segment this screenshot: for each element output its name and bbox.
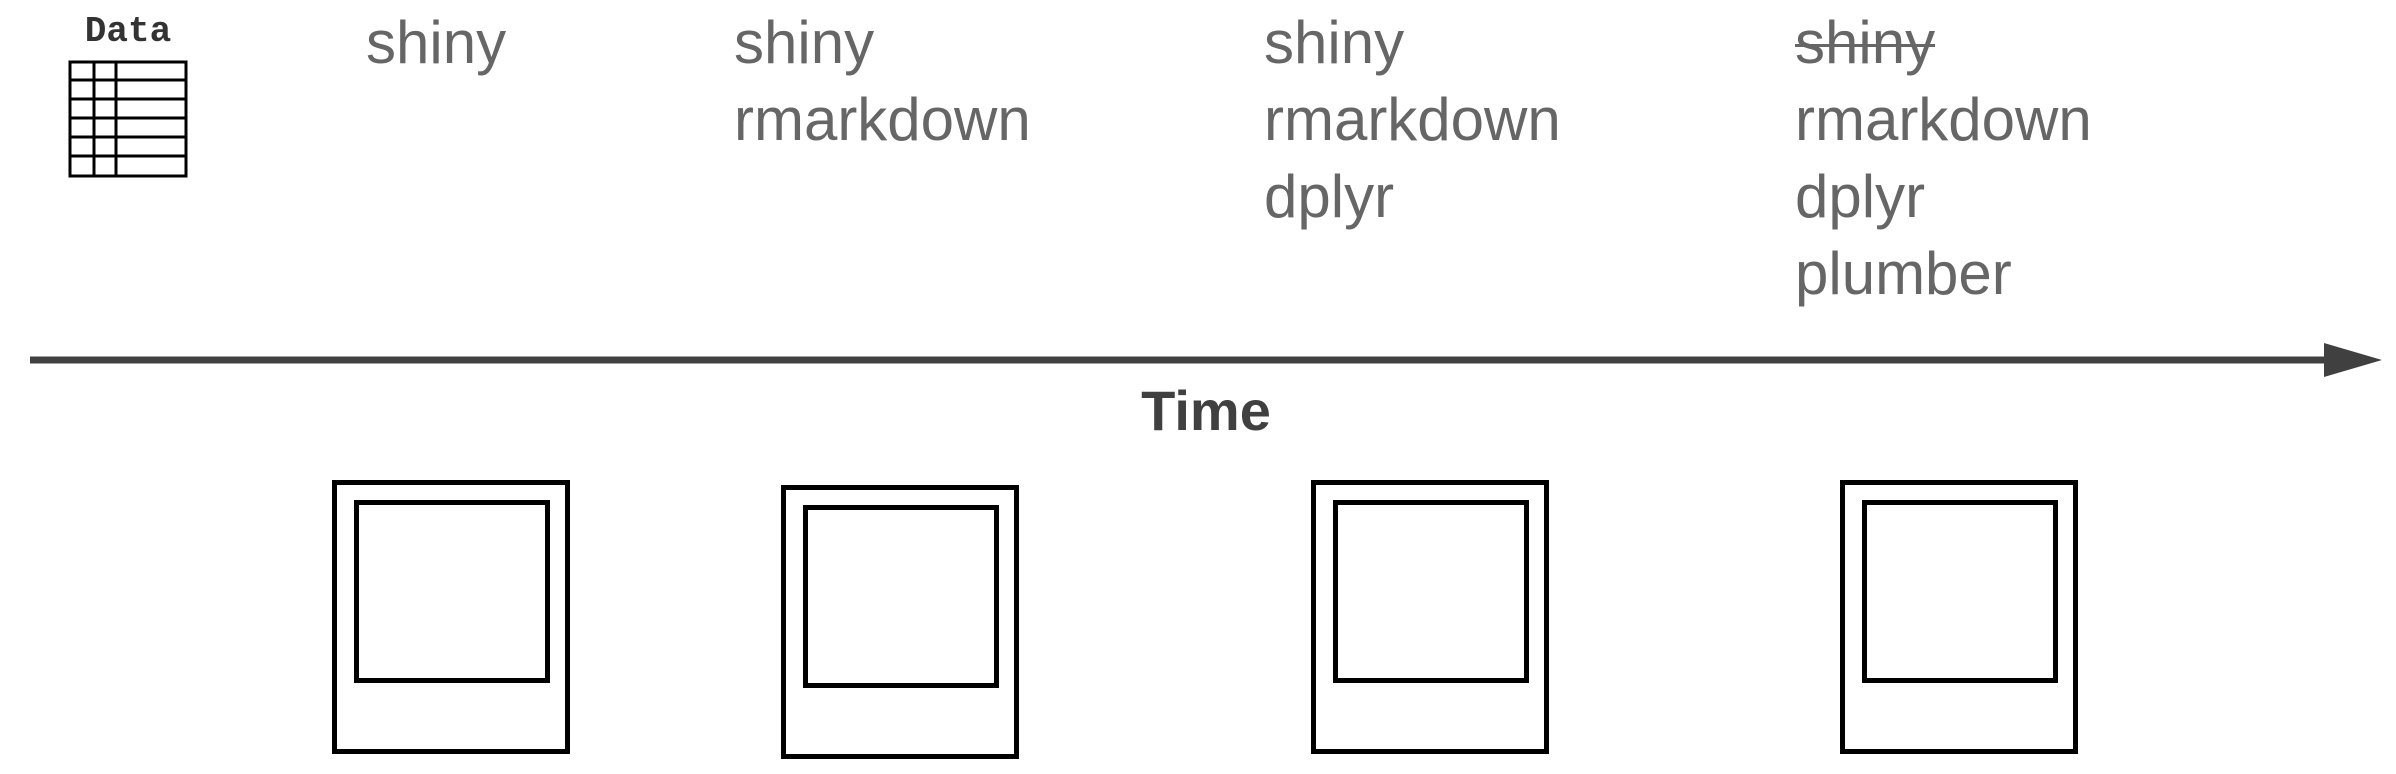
package-item: dplyr xyxy=(1795,163,1926,230)
table-icon xyxy=(68,60,188,178)
photo-snapshot-icon xyxy=(1840,480,2078,754)
photo-snapshot-icon xyxy=(781,485,1019,759)
package-item: shiny xyxy=(734,9,875,76)
snapshot-frame xyxy=(354,500,550,683)
package-item-removed: shiny xyxy=(1795,9,1936,76)
photo-snapshot-icon xyxy=(1311,480,1549,754)
package-item: plumber xyxy=(1795,240,2012,307)
data-label: Data xyxy=(84,11,172,52)
package-item: rmarkdown xyxy=(1795,86,2092,153)
snapshot-frame xyxy=(803,505,999,688)
photo-snapshot-icon xyxy=(332,480,570,754)
data-table-icon: Data xyxy=(64,11,192,178)
package-list-1: shiny xyxy=(366,4,506,81)
package-item: dplyr xyxy=(1264,163,1395,230)
timeline-arrowhead xyxy=(2324,343,2382,377)
timeline-arrow xyxy=(30,343,2382,377)
package-list-4: shiny rmarkdown dplyr plumber xyxy=(1795,4,2092,312)
package-list-3: shiny rmarkdown dplyr xyxy=(1264,4,1561,235)
package-item: rmarkdown xyxy=(734,86,1031,153)
package-item: shiny xyxy=(1264,9,1405,76)
package-list-2: shiny rmarkdown xyxy=(734,4,1031,158)
snapshot-frame xyxy=(1862,500,2058,683)
package-item: rmarkdown xyxy=(1264,86,1561,153)
package-item: shiny xyxy=(366,9,507,76)
snapshot-frame xyxy=(1333,500,1529,683)
time-axis-label: Time xyxy=(1141,379,1271,442)
